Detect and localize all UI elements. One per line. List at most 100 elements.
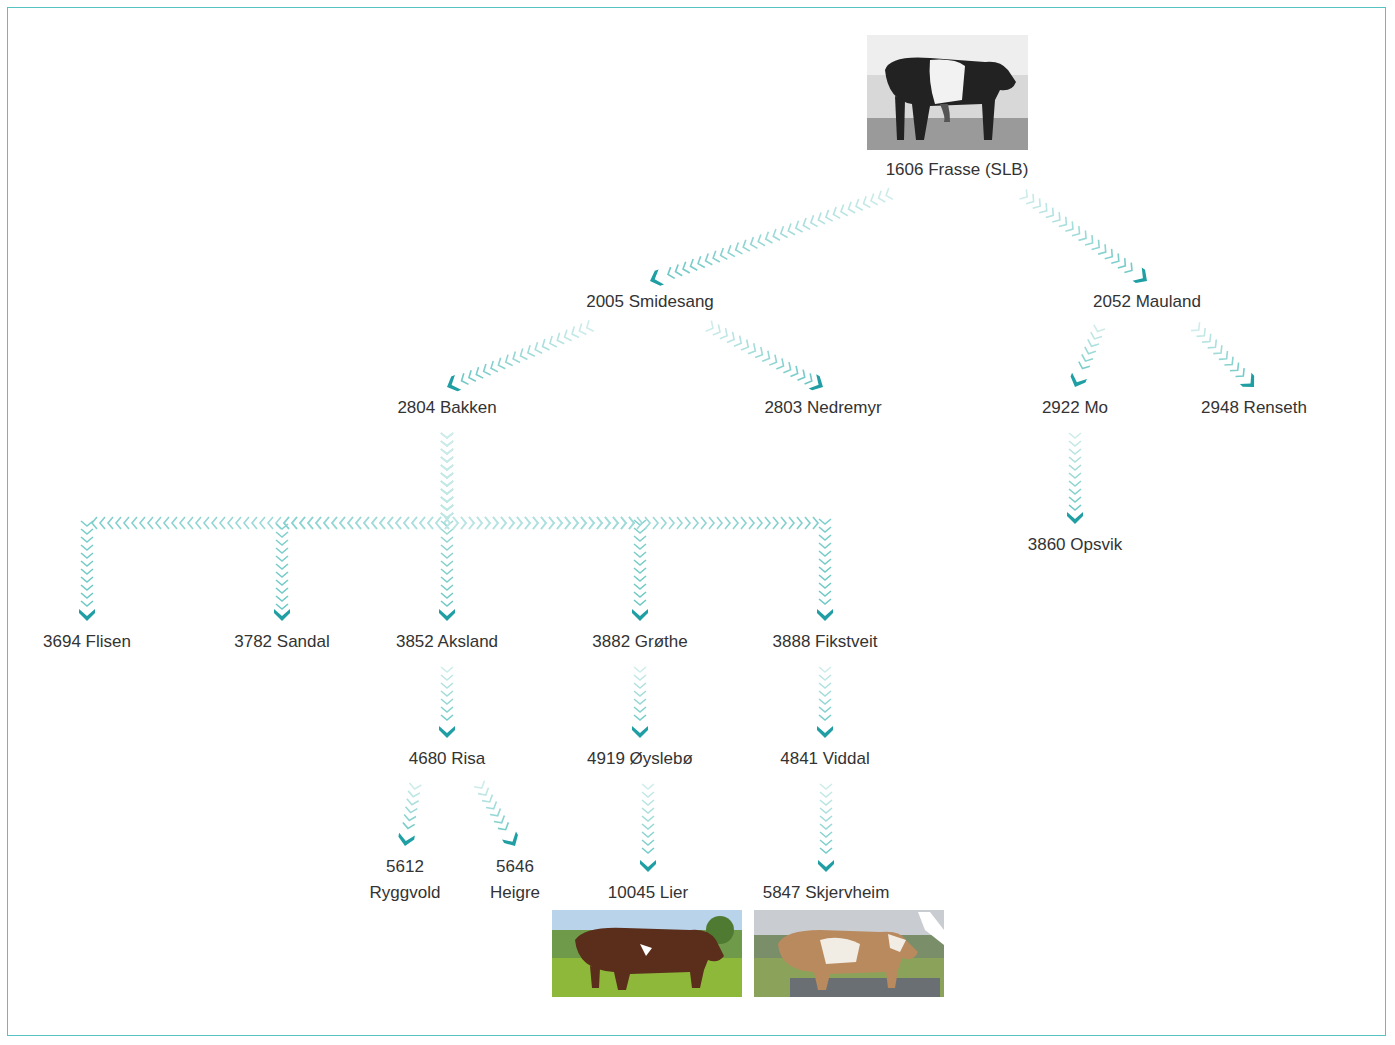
chevron xyxy=(81,585,93,590)
arrow-head xyxy=(1240,373,1254,387)
chevron xyxy=(462,373,469,384)
chevron xyxy=(698,256,705,267)
chevron xyxy=(236,517,241,529)
chevron xyxy=(758,234,765,245)
chevron xyxy=(441,473,453,478)
chevron xyxy=(557,517,562,529)
chevron xyxy=(491,361,498,372)
chevron xyxy=(132,517,137,529)
chevron xyxy=(441,473,453,478)
arrow-head xyxy=(439,726,455,738)
bull-name: 1606 Frasse (SLB) xyxy=(881,153,1034,187)
chevron-arrow xyxy=(398,783,421,846)
chevron xyxy=(441,441,453,446)
chevron xyxy=(751,237,758,248)
chevron xyxy=(441,593,453,598)
bull-name: 3782 Sandal xyxy=(229,625,334,659)
chevron xyxy=(565,517,570,529)
chevron xyxy=(856,199,863,210)
chevron xyxy=(605,517,610,529)
chevron-arrow xyxy=(447,320,594,391)
chevron xyxy=(773,517,778,529)
chevron xyxy=(668,267,675,278)
node-text: 5612 Ryggvold xyxy=(357,854,453,906)
chevron xyxy=(441,675,453,680)
chevron xyxy=(108,517,113,529)
chevron xyxy=(444,517,449,529)
chevron xyxy=(276,604,288,609)
bull-name: 3888 Fikstveit xyxy=(768,625,883,659)
chevron xyxy=(613,517,618,529)
chevron xyxy=(477,517,482,529)
chevron xyxy=(441,433,453,438)
node-text: 3852 Aksland xyxy=(396,629,498,655)
chevron xyxy=(81,521,93,526)
chevron xyxy=(380,517,385,529)
chevron xyxy=(1111,253,1119,263)
chevron xyxy=(276,556,288,561)
chevron-arrow xyxy=(79,433,453,621)
chevron xyxy=(441,449,453,454)
chevron xyxy=(642,808,654,813)
chevron xyxy=(476,367,483,378)
chevron xyxy=(441,585,453,590)
chevron xyxy=(820,824,832,829)
chevron xyxy=(441,465,453,470)
chevron xyxy=(441,569,453,574)
chevron xyxy=(441,481,453,486)
chevron xyxy=(441,691,453,696)
chevron xyxy=(372,517,377,529)
node-text: 2005 Smidesang xyxy=(586,289,714,315)
chevron xyxy=(781,517,786,529)
chevron xyxy=(706,253,713,264)
chevron xyxy=(81,529,93,534)
chevron xyxy=(691,259,698,270)
chevron xyxy=(453,517,458,529)
chevron xyxy=(677,517,682,529)
chevron xyxy=(441,497,453,502)
chevron xyxy=(848,202,855,213)
chevron xyxy=(441,441,453,446)
chevron xyxy=(819,667,831,672)
arrow-head xyxy=(447,375,461,391)
chevron xyxy=(441,513,453,518)
chevron xyxy=(748,343,755,354)
chevron xyxy=(412,517,417,529)
chevron xyxy=(579,323,586,334)
chevron xyxy=(276,540,288,545)
chevron xyxy=(621,517,626,529)
chevron xyxy=(819,699,831,704)
chevron xyxy=(725,517,730,529)
chevron xyxy=(276,580,288,585)
chevron xyxy=(92,517,97,529)
chevron xyxy=(1208,339,1217,347)
bull-name: 2052 Mauland xyxy=(1088,285,1206,319)
chevron xyxy=(589,517,594,529)
chevron xyxy=(819,543,831,548)
chevron xyxy=(441,489,453,494)
chevron xyxy=(340,517,345,529)
chevron xyxy=(406,807,418,813)
bull-name: 2922 Mo xyxy=(1037,391,1113,425)
chevron xyxy=(741,517,746,529)
chevron xyxy=(819,691,831,696)
arrow-head xyxy=(1133,268,1147,283)
node-text: 5847 Skjervheim xyxy=(763,880,890,906)
chevron-arrow xyxy=(439,433,455,621)
chevron xyxy=(404,517,409,529)
chevron xyxy=(1213,345,1222,353)
chevron xyxy=(441,433,453,438)
chevron xyxy=(441,577,453,582)
chevron xyxy=(819,675,831,680)
chevron xyxy=(565,517,570,529)
bull-name: 5847 Skjervheim xyxy=(758,876,895,910)
chevron xyxy=(441,489,453,494)
chevron xyxy=(441,505,453,510)
chevron xyxy=(501,517,506,529)
chevron xyxy=(441,707,453,712)
chevron xyxy=(706,321,713,332)
chevron xyxy=(820,832,832,837)
chevron xyxy=(441,457,453,462)
chevron xyxy=(441,683,453,688)
chevron xyxy=(494,815,504,822)
